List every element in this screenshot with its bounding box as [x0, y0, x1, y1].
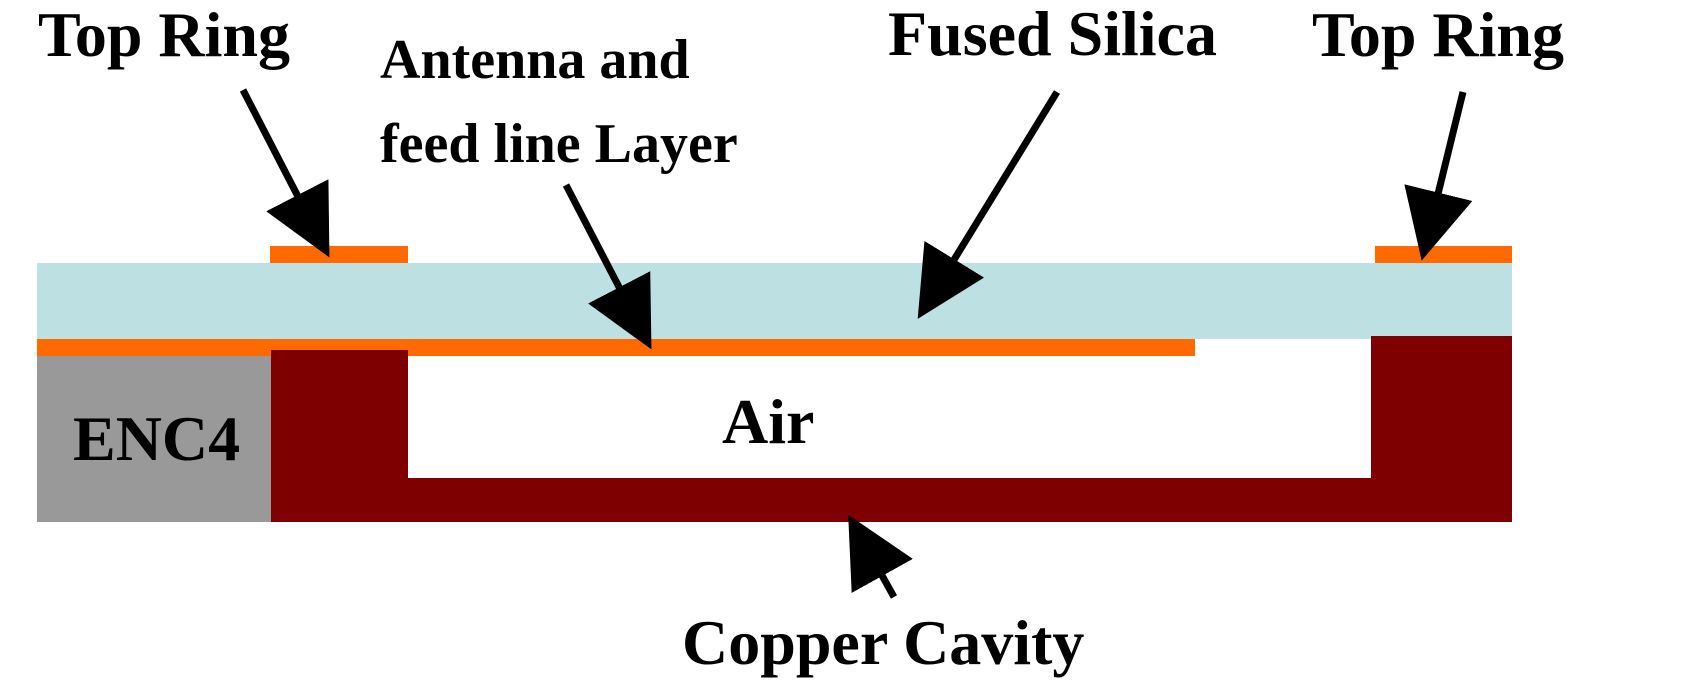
label-antenna-line-1: Antenna and [380, 29, 690, 91]
fused-silica-layer [37, 263, 1512, 339]
arrow-top-ring-left [239, 88, 330, 258]
arrow-top-ring-right [1404, 91, 1473, 261]
top-ring-left [270, 246, 408, 263]
arrow-antenna-layer [562, 183, 652, 350]
label-air: Air [722, 386, 814, 457]
label-top-ring-right: Top Ring [1312, 0, 1564, 70]
arrow-copper-cavity [848, 514, 913, 599]
copper-cavity [271, 336, 1512, 522]
label-copper-cavity: Copper Cavity [682, 607, 1084, 678]
antenna-feed-line-layer [37, 339, 1195, 356]
top-ring-right [1375, 246, 1512, 263]
label-antenna-line-2: feed line Layer [380, 113, 738, 175]
label-enc4: ENC4 [73, 403, 240, 474]
enc4-block [37, 356, 271, 522]
label-top-ring-left: Top Ring [38, 0, 290, 70]
arrow-fused-silica [917, 90, 1060, 319]
label-fused-silica: Fused Silica [888, 0, 1217, 69]
